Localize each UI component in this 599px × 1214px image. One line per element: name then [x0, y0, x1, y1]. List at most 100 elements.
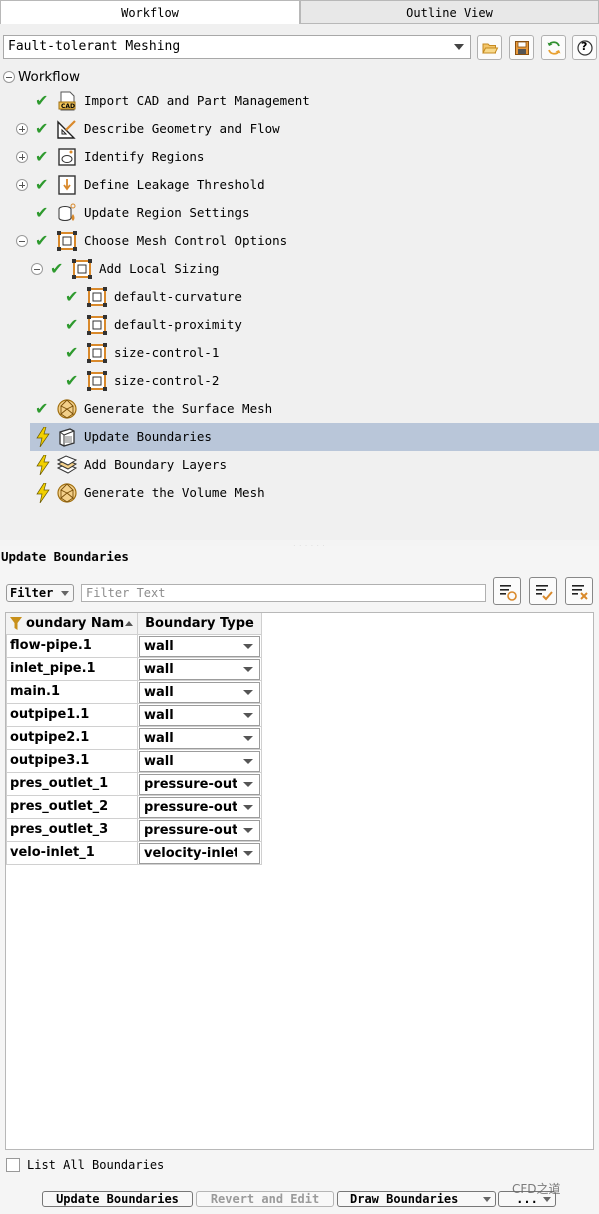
update-boundaries-button[interactable]: Update Boundaries: [42, 1191, 193, 1207]
boundary-name-cell[interactable]: pres_outlet_3: [6, 819, 138, 842]
tree-item[interactable]: ✔Identify Regions: [0, 143, 599, 171]
tree-item[interactable]: ✔size-control-2: [0, 367, 599, 395]
tree-item[interactable]: Update Boundaries: [30, 423, 599, 451]
column-boundary-type[interactable]: Boundary Type: [138, 613, 262, 635]
workflow-type-value: Fault-tolerant Meshing: [8, 39, 181, 54]
more-options-button[interactable]: ...: [498, 1191, 556, 1207]
table-row[interactable]: outpipe2.1 wall: [6, 727, 262, 750]
column-boundary-name[interactable]: oundary Nam: [6, 613, 138, 635]
tree-item[interactable]: Generate the Volume Mesh: [0, 479, 599, 507]
boundary-type-value: wall: [144, 731, 174, 746]
table-header: oundary Nam Boundary Type: [6, 613, 262, 635]
panel-splitter[interactable]: ......: [0, 540, 599, 549]
boundary-type-select[interactable]: wall: [139, 659, 260, 680]
tree-item-label: Describe Geometry and Flow: [84, 121, 280, 136]
boundary-name-cell[interactable]: inlet_pipe.1: [6, 658, 138, 681]
filter-dropdown[interactable]: Filter: [6, 584, 74, 602]
tree-item[interactable]: ✔Add Local Sizing: [0, 255, 599, 283]
tree-item[interactable]: ✔ default-curvature: [0, 283, 599, 311]
collapse-root-icon[interactable]: [3, 71, 15, 83]
sort-ascending-icon: [125, 621, 133, 626]
refresh-button[interactable]: [541, 35, 566, 60]
tree-item[interactable]: Add Boundary Layers: [0, 451, 599, 479]
boundary-name-cell[interactable]: outpipe1.1: [6, 704, 138, 727]
check-icon: ✔: [35, 231, 49, 250]
expand-icon[interactable]: [16, 123, 28, 135]
boundary-type-select[interactable]: wall: [139, 705, 260, 726]
tree-item[interactable]: ✔Update Region Settings: [0, 199, 599, 227]
boundary-name-cell[interactable]: flow-pipe.1: [6, 635, 138, 658]
list-all-checkbox[interactable]: [6, 1158, 20, 1172]
tree-item[interactable]: ✔Describe Geometry and Flow: [0, 115, 599, 143]
open-button[interactable]: [477, 35, 502, 60]
expand-icon[interactable]: [16, 151, 28, 163]
tree-item[interactable]: ✔default-proximity: [0, 311, 599, 339]
boundary-type-cell: wall: [138, 704, 262, 727]
tree-item-label: default-curvature: [114, 289, 242, 304]
boundary-name-cell[interactable]: main.1: [6, 681, 138, 704]
boundary-type-select[interactable]: wall: [139, 728, 260, 749]
boundary-name-cell[interactable]: pres_outlet_1: [6, 773, 138, 796]
boundary-type-cell: wall: [138, 658, 262, 681]
tree-item[interactable]: ✔Define Leakage Threshold: [0, 171, 599, 199]
boundary-type-select[interactable]: pressure-outlet: [139, 797, 260, 818]
collapse-icon[interactable]: [16, 235, 28, 247]
boundary-type-cell: wall: [138, 750, 262, 773]
boundary-type-value: wall: [144, 708, 174, 723]
sizing-icon: [71, 258, 93, 280]
check-icon: ✔: [65, 287, 79, 306]
table-row[interactable]: outpipe1.1 wall: [6, 704, 262, 727]
filter-text-input[interactable]: [81, 584, 486, 602]
filter-apply-button[interactable]: [529, 577, 557, 605]
boundary-type-value: pressure-outlet: [144, 800, 258, 815]
boundary-name-cell[interactable]: outpipe2.1: [6, 727, 138, 750]
collapse-icon[interactable]: [31, 263, 43, 275]
revert-and-edit-button[interactable]: Revert and Edit: [196, 1191, 334, 1207]
tab-outline-view[interactable]: Outline View: [300, 0, 599, 24]
volume-mesh-icon: [56, 482, 78, 504]
help-button[interactable]: ?: [572, 35, 597, 60]
tree-item[interactable]: ✔Generate the Surface Mesh: [0, 395, 599, 423]
boundary-type-value: wall: [144, 639, 174, 654]
table-row[interactable]: pres_outlet_2 pressure-outlet: [6, 796, 262, 819]
tree-root-label: Workflow: [18, 69, 80, 85]
table-row[interactable]: flow-pipe.1 wall: [6, 635, 262, 658]
boundary-type-select[interactable]: velocity-inlet: [139, 843, 260, 864]
tree-item-label: Define Leakage Threshold: [84, 177, 265, 192]
filter-clear-button[interactable]: [565, 577, 593, 605]
workflow-type-select[interactable]: Fault-tolerant Meshing: [3, 35, 471, 59]
boundary-name-cell[interactable]: outpipe3.1: [6, 750, 138, 773]
tree-item[interactable]: ✔Choose Mesh Control Options: [0, 227, 599, 255]
tree-item-label: size-control-1: [114, 345, 220, 360]
boundary-type-select[interactable]: wall: [139, 636, 260, 657]
expand-icon[interactable]: [16, 179, 28, 191]
boundary-type-select[interactable]: wall: [139, 751, 260, 772]
tree-item[interactable]: ✔size-control-1: [0, 339, 599, 367]
boundary-type-select[interactable]: pressure-outlet: [139, 774, 260, 795]
boundary-type-cell: velocity-inlet: [138, 842, 262, 865]
save-button[interactable]: [509, 35, 534, 60]
tab-workflow[interactable]: Workflow: [0, 0, 300, 24]
boundary-type-select[interactable]: pressure-outlet: [139, 820, 260, 841]
chevron-down-icon: [454, 44, 464, 50]
sizing-icon: [86, 286, 108, 308]
boundary-name-cell[interactable]: velo-inlet_1: [6, 842, 138, 865]
chevron-down-icon: [543, 1197, 551, 1202]
filter-settings-button[interactable]: [493, 577, 521, 605]
filter-settings-icon: [500, 585, 517, 601]
chevron-down-icon: [237, 821, 259, 840]
boundary-name-cell[interactable]: pres_outlet_2: [6, 796, 138, 819]
leakage-icon: [56, 174, 78, 196]
lightning-icon: [35, 426, 51, 448]
boundary-type-select[interactable]: wall: [139, 682, 260, 703]
filter-label: Filter: [10, 586, 54, 600]
draw-boundaries-button[interactable]: Draw Boundaries: [337, 1191, 496, 1207]
geometry-icon: [56, 118, 78, 140]
